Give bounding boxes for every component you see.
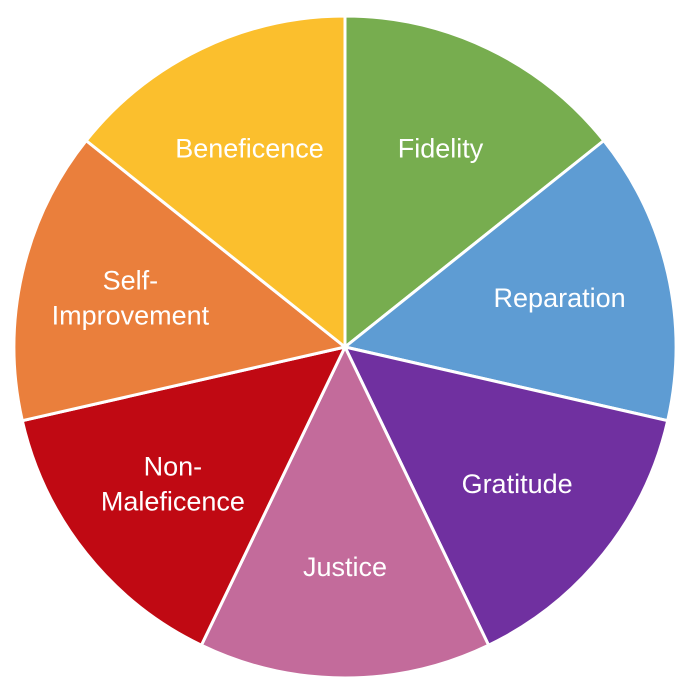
pie-slice-beneficence [84, 14, 347, 349]
pie-slice-label-line: Self- [103, 266, 159, 296]
pie-slice-reparation [343, 139, 678, 423]
pie-slice-non-maleficence [20, 345, 347, 647]
pie-slice-label-line: Beneficence [175, 134, 324, 164]
pie-slice-label: Justice [303, 552, 387, 582]
pie-slice-label: Fidelity [398, 134, 484, 164]
pie-slice-label: Non- Maleficence [101, 452, 245, 517]
pie-slice-gratitude [343, 345, 670, 647]
pie-slice-self-improvement [12, 139, 347, 423]
pie-slice-label-line: Justice [303, 552, 387, 582]
pie-slice-label-line: Non- [144, 452, 203, 482]
pie-slice-label-line: Gratitude [462, 469, 573, 499]
pie-slices [12, 14, 678, 680]
pie-slice-label-line: Fidelity [398, 134, 484, 164]
pie-slice-label-line: Maleficence [101, 487, 245, 517]
pie-slice-label: Self- Improvement [52, 266, 210, 331]
pie-slice-justice [199, 345, 491, 680]
pie-slice-label: Reparation [494, 283, 626, 313]
pie-slice-label: Beneficence [175, 134, 324, 164]
pie-slice-fidelity [343, 14, 606, 349]
pie-slice-label: Gratitude [462, 469, 573, 499]
pie-slice-label-line: Reparation [494, 283, 626, 313]
pie-slice-label-line: Improvement [52, 301, 210, 331]
